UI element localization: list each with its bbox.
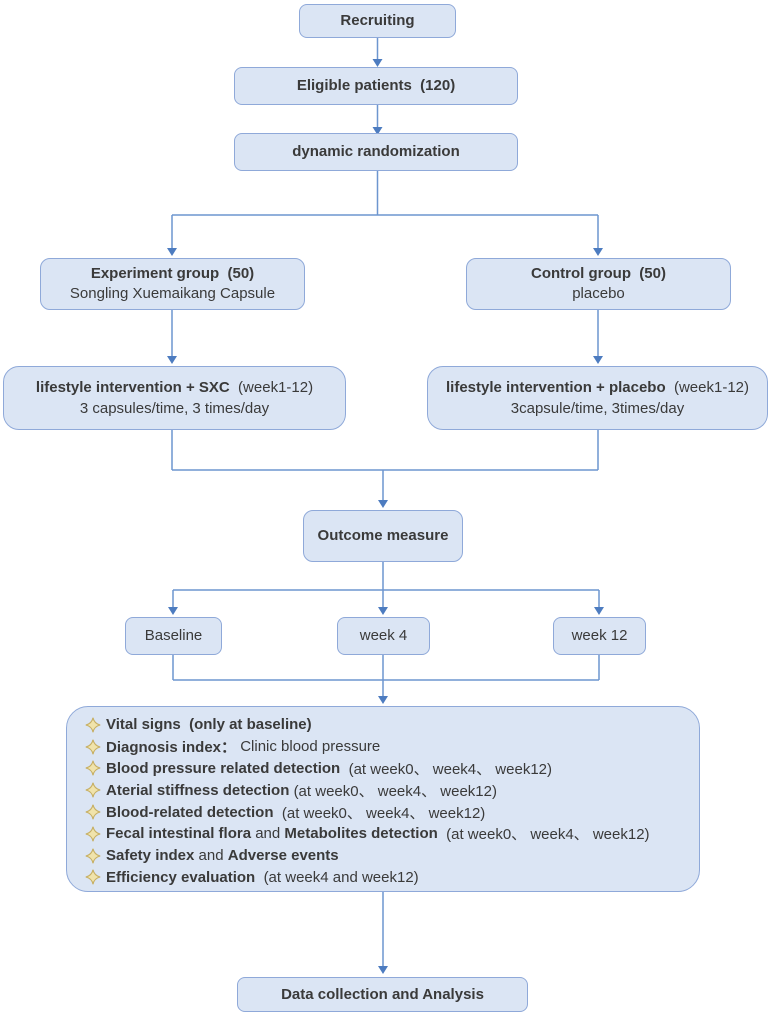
star-bullet-icon <box>85 848 101 864</box>
node-outcome-measure: Outcome measure <box>303 510 463 562</box>
node-title: lifestyle intervention + placebo (week1-… <box>446 377 749 398</box>
outcome-item-text: Safety index <box>106 847 195 865</box>
node-recruiting: Recruiting <box>299 4 456 38</box>
intervention-note: (week1-12) <box>665 379 750 396</box>
node-label: Baseline <box>144 627 203 644</box>
node-subtitle: 3capsule/time, 3times/day <box>510 400 685 417</box>
outcome-item-text: (at week4 and week12) <box>255 868 419 886</box>
arrowhead <box>372 59 383 67</box>
node-label: week 4 <box>359 627 408 644</box>
outcome-item-text: Metabolites detection <box>284 825 438 843</box>
node-dynamic-randomization: dynamic randomization <box>234 133 518 171</box>
four-pointed-star-icon <box>85 848 101 864</box>
outcome-item-text: Vital signs (only at baseline) <box>106 716 312 734</box>
node-label: Recruiting <box>340 12 415 29</box>
arrowhead <box>168 607 178 615</box>
outcome-list-item: Diagnosis index： Clinic blood pressure <box>85 736 689 758</box>
node-data-collection: Data collection and Analysis <box>237 977 528 1012</box>
node-outcome-items: Vital signs (only at baseline) Diagnosis … <box>66 706 700 892</box>
arrowhead <box>167 356 177 364</box>
outcome-item-text: Diagnosis index： <box>106 739 237 757</box>
outcome-list-item: Blood-related detection (at week0、 week4… <box>85 801 689 823</box>
arrowhead <box>167 248 177 256</box>
outcome-item-text: Aterial stiffness detection <box>106 781 290 799</box>
outcome-item-text: and <box>194 847 228 865</box>
outcome-item-text: (at week0、 week4、 week12) <box>437 826 650 844</box>
outcome-list-item: Vital signs (only at baseline) <box>85 714 689 736</box>
node-baseline: Baseline <box>125 617 222 655</box>
star-bullet-icon <box>85 869 101 885</box>
outcome-item-text: Fecal intestinal flora <box>106 825 252 843</box>
star-bullet-icon <box>85 717 101 733</box>
outcome-list-item: Fecal intestinal flora and Metabolites d… <box>85 823 689 845</box>
outcome-item-text: Clinic blood pressure <box>236 738 381 756</box>
four-pointed-star-icon <box>85 804 101 820</box>
node-subtitle: 3 capsules/time, 3 times/day <box>79 400 270 417</box>
star-bullet-icon <box>85 782 101 798</box>
four-pointed-star-icon <box>85 717 101 733</box>
node-control-group: Control group (50) placebo <box>466 258 731 310</box>
outcome-item-text: (at week0、 week4、 week12) <box>340 760 553 778</box>
outcome-item-text: Blood-related detection <box>106 803 274 821</box>
outcome-list-item: Safety index and Adverse events <box>85 845 689 867</box>
four-pointed-star-icon <box>85 739 101 755</box>
four-pointed-star-icon <box>85 782 101 798</box>
node-experiment-group: Experiment group (50) Songling Xuemaikan… <box>40 258 305 310</box>
arrowhead <box>372 127 383 135</box>
node-intervention-placebo: lifestyle intervention + placebo (week1-… <box>427 366 768 430</box>
node-label: Eligible patients (120) <box>296 77 456 94</box>
arrowhead <box>594 607 604 615</box>
outcome-list-item: Blood pressure related detection (at wee… <box>85 758 689 780</box>
outcome-list-item: Aterial stiffness detection (at week0、 w… <box>85 779 689 801</box>
four-pointed-star-icon <box>85 826 101 842</box>
arrowheads <box>167 59 604 974</box>
outcome-item-text: and <box>251 825 285 843</box>
outcome-item-text: Blood pressure related detection <box>106 759 341 777</box>
arrowhead <box>593 356 603 364</box>
four-pointed-star-icon <box>85 870 101 885</box>
node-week4: week 4 <box>337 617 430 655</box>
node-label: Data collection and Analysis <box>281 985 484 1003</box>
star-bullet-icon <box>85 804 101 820</box>
star-bullet-icon <box>85 760 101 776</box>
outcome-item-text: Adverse events <box>227 847 339 865</box>
node-subtitle: placebo <box>572 285 625 302</box>
outcome-list-item: Efficiency evaluation (at week4 and week… <box>85 867 689 889</box>
arrowhead <box>378 607 388 615</box>
node-label: dynamic randomization <box>292 143 460 160</box>
star-bullet-icon <box>85 739 101 755</box>
arrowhead <box>378 966 388 974</box>
arrowhead <box>593 248 603 256</box>
arrowhead <box>378 500 388 508</box>
node-title: lifestyle intervention + SXC (week1-12) <box>36 377 313 398</box>
node-intervention-sxc: lifestyle intervention + SXC (week1-12) … <box>3 366 346 430</box>
intervention-note: (week1-12) <box>229 379 314 396</box>
node-subtitle: Songling Xuemaikang Capsule <box>69 285 276 302</box>
connector-lines <box>171 38 600 967</box>
node-title: Control group (50) <box>531 265 666 282</box>
node-eligible-patients: Eligible patients (120) <box>234 67 518 105</box>
four-pointed-star-icon <box>85 761 101 776</box>
node-label: week 12 <box>571 627 628 644</box>
star-bullet-icon <box>85 826 101 842</box>
node-title: Experiment group (50) <box>90 265 255 282</box>
outcome-item-text: (at week0、 week4、 week12) <box>273 804 486 822</box>
arrowhead <box>378 696 388 704</box>
intervention-title: lifestyle intervention + placebo <box>445 379 666 396</box>
node-week12: week 12 <box>553 617 646 655</box>
outcome-item-text: (at week0、 week4、 week12) <box>289 782 497 800</box>
node-label: Outcome measure <box>317 527 449 544</box>
intervention-title: lifestyle intervention + SXC <box>35 379 230 396</box>
outcome-item-text: Efficiency evaluation <box>106 868 256 886</box>
